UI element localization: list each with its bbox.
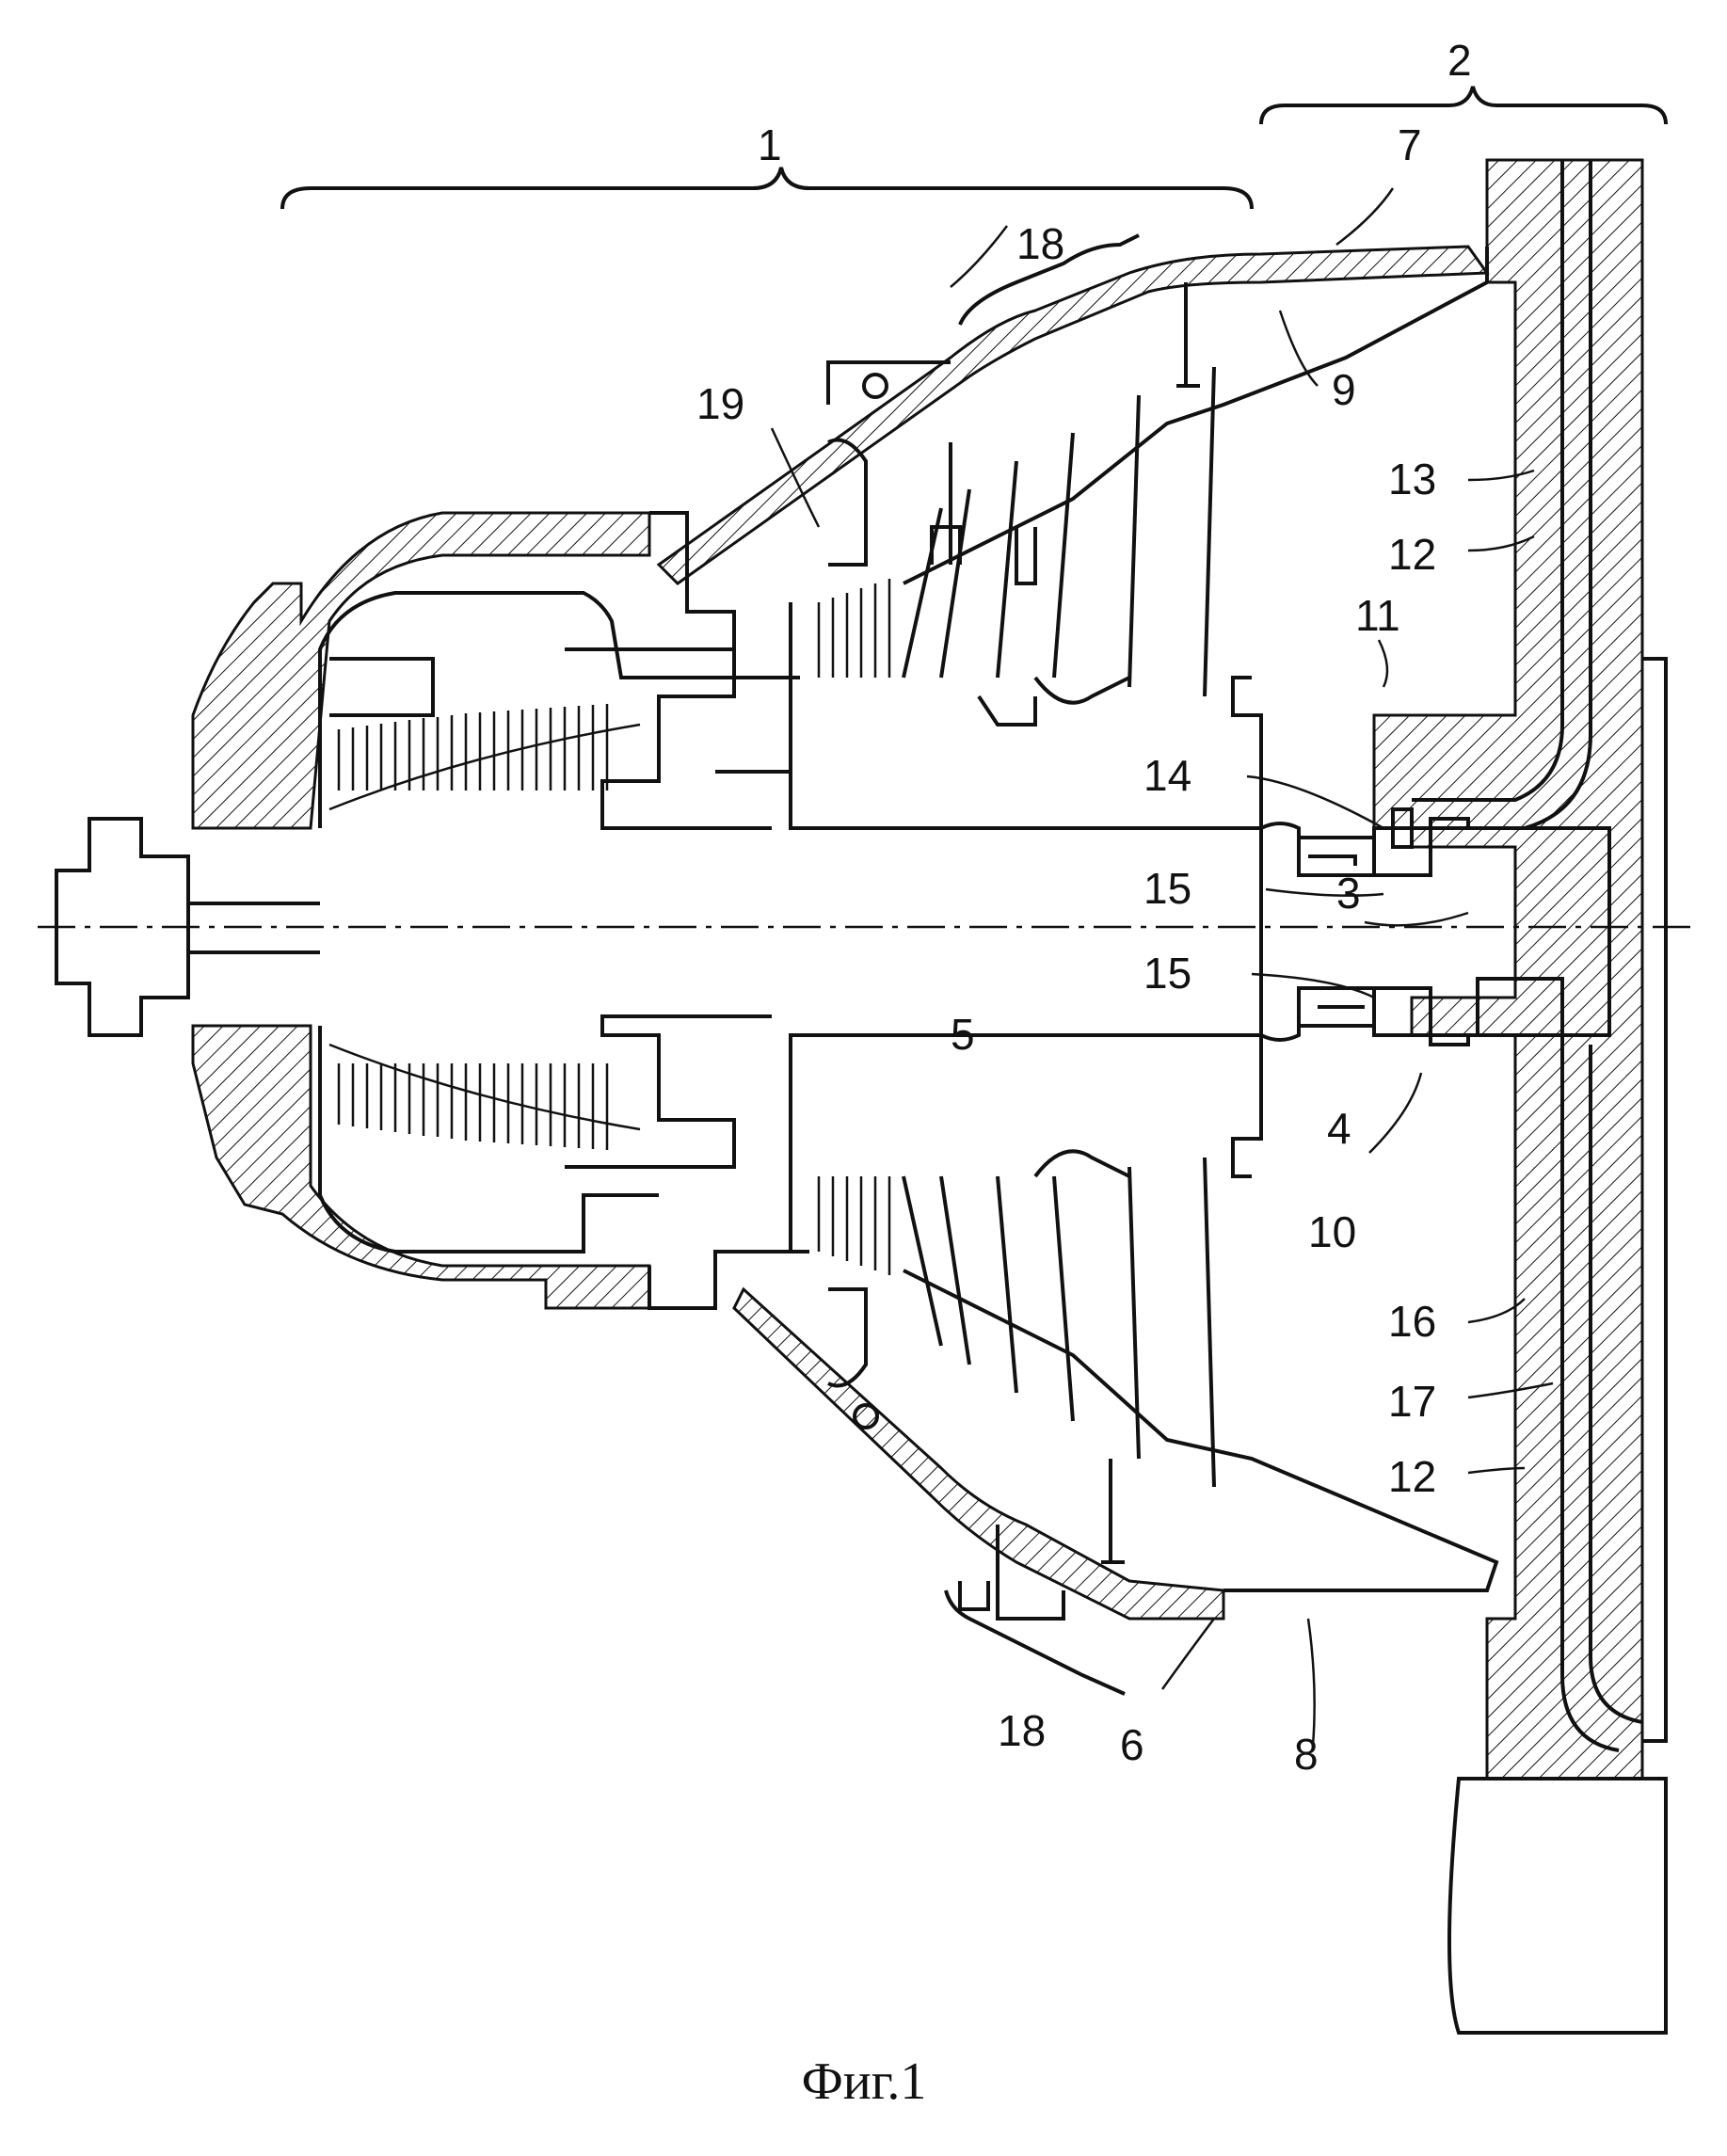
- ref-label-19: 19: [696, 379, 744, 428]
- compressor-blades-lower: [329, 1045, 640, 1150]
- ref-label-2: 2: [1447, 36, 1472, 85]
- ref-label-18-upper: 18: [1016, 219, 1064, 268]
- ref-label-12-upper: 12: [1388, 530, 1436, 579]
- ref-label-10: 10: [1308, 1207, 1356, 1256]
- ref-label-15-lower: 15: [1143, 949, 1191, 998]
- brace-18-lower: [946, 1590, 1125, 1694]
- outer-casing-upper: [659, 247, 1487, 583]
- brace-group-1: [282, 168, 1252, 209]
- figure-caption: Фиг.1: [802, 2052, 927, 2111]
- ref-label-11: 11: [1355, 591, 1400, 640]
- ref-label-4: 4: [1327, 1104, 1351, 1153]
- ref-label-14: 14: [1143, 751, 1191, 800]
- ref-label-1: 1: [758, 120, 782, 169]
- ref-label-6: 6: [1120, 1720, 1144, 1769]
- ref-label-12-lower: 12: [1388, 1452, 1436, 1501]
- ref-label-15-upper: 15: [1143, 864, 1191, 913]
- output-shaft-flange: [56, 819, 320, 1035]
- compressor-housing-lower: [193, 1016, 809, 1308]
- ref-label-9: 9: [1332, 365, 1356, 414]
- ref-label-16: 16: [1388, 1297, 1436, 1346]
- generator-housing: [1374, 160, 1666, 2033]
- outer-casing-lower: [734, 1270, 1496, 1619]
- ref-label-17: 17: [1388, 1377, 1436, 1426]
- ref-label-18-lower: 18: [998, 1706, 1046, 1755]
- ref-label-13: 13: [1388, 455, 1436, 503]
- compressor-blades-upper: [329, 704, 640, 809]
- ref-label-5: 5: [951, 1010, 975, 1059]
- brace-group-2: [1261, 87, 1666, 124]
- ref-label-3: 3: [1336, 869, 1361, 918]
- ref-label-8: 8: [1294, 1730, 1319, 1779]
- ref-label-7: 7: [1398, 120, 1422, 169]
